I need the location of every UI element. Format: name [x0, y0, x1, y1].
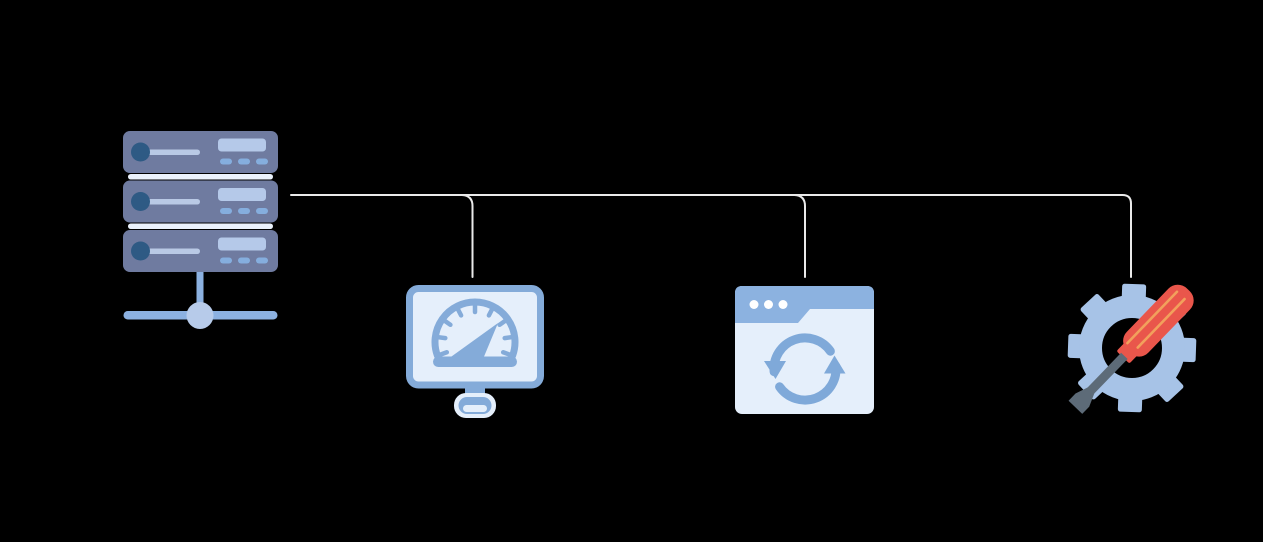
- connector-branch-to-browser: [793, 194, 806, 278]
- network-node: [186, 302, 214, 329]
- server-unit: [123, 131, 278, 173]
- server-knob: [131, 142, 150, 162]
- sync-arrowhead-left: [764, 361, 786, 379]
- window-dot: [778, 300, 788, 309]
- screwdriver-tip: [1068, 387, 1095, 414]
- gear-ring: [1079, 295, 1185, 401]
- gauge-needle: [448, 323, 498, 359]
- screwdriver-ferrule: [1117, 343, 1137, 363]
- gauge-ticks: [433, 299, 517, 358]
- gauge-monitor-icon: [406, 285, 544, 418]
- server-led: [238, 158, 250, 165]
- screwdriver-handle: [1123, 284, 1194, 357]
- browser-refresh-icon: [735, 286, 874, 414]
- server-slider-bar: [140, 149, 200, 155]
- gauge-baseline-bar: [433, 356, 517, 367]
- gear-screwdriver-icon: [1067, 283, 1197, 414]
- window-dot: [749, 300, 759, 309]
- browser-title-bar: [735, 286, 874, 323]
- screwdriver-shaft: [1087, 352, 1128, 395]
- connector-main-to-tools: [290, 194, 1132, 278]
- browser-window-dots: [749, 300, 788, 309]
- server-display-panel: [218, 138, 266, 152]
- screwdriver-icon: [1068, 284, 1194, 414]
- server-separator: [128, 174, 273, 180]
- server-separator: [128, 223, 273, 229]
- screwdriver-handle-stripe: [1136, 297, 1186, 349]
- server-stack-icon: [123, 131, 278, 329]
- monitor-stand-base-notch: [463, 405, 487, 412]
- server-led: [220, 158, 232, 165]
- sync-arrowhead-right: [824, 355, 846, 374]
- connector-branch-to-monitor: [461, 194, 474, 278]
- screwdriver-handle-stripe: [1126, 290, 1179, 345]
- network-stem: [196, 272, 204, 316]
- sync-arrows-icon: [764, 333, 846, 405]
- window-dot: [764, 300, 773, 309]
- server-led: [256, 158, 268, 165]
